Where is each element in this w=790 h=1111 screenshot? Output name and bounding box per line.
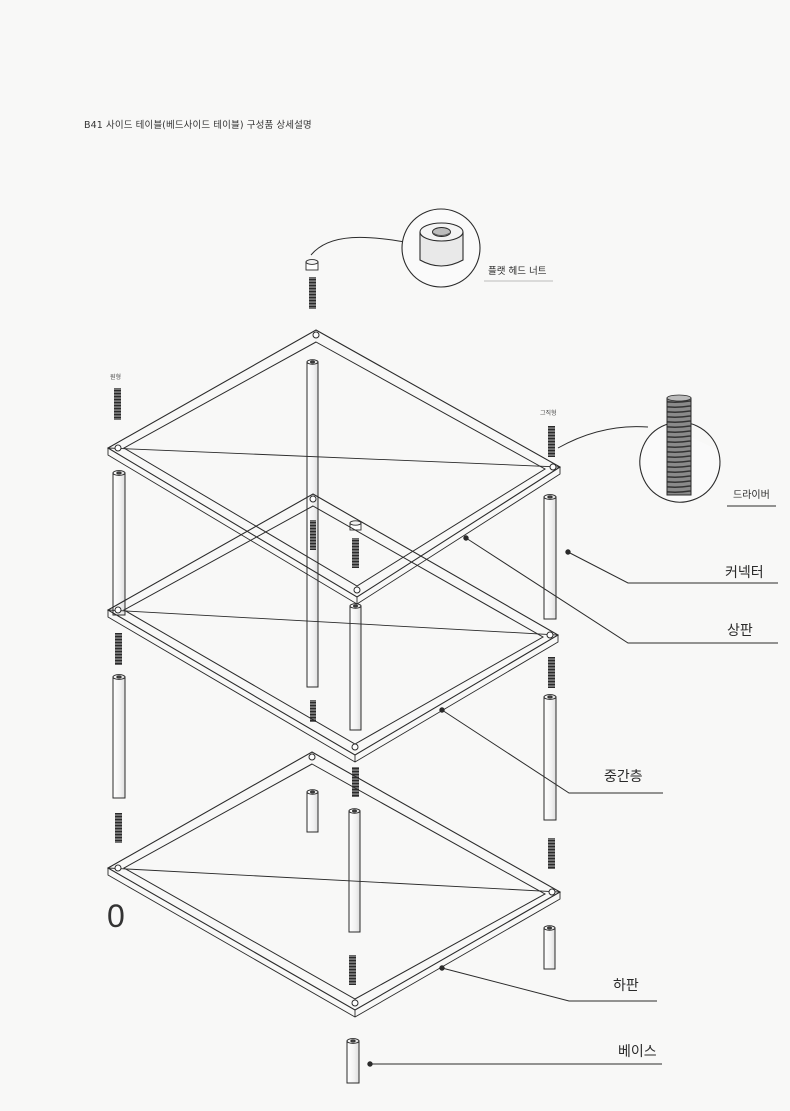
nut-callout [310, 208, 481, 288]
label-middle-layer: 중간층 [604, 769, 643, 785]
label-round: 원형 [110, 374, 122, 381]
label-top-plate: 상판 [727, 623, 753, 639]
label-connector: 커넥터 [725, 565, 764, 581]
middle-nut [349, 520, 362, 531]
threaded-rod-icon [666, 394, 692, 496]
label-base: 베이스 [618, 1044, 657, 1060]
page-title: B41 사이드 테이블(베드사이드 테이블) 구성품 상세설명 [84, 120, 312, 131]
driver-callout [557, 394, 721, 503]
label-driver: 드라이버 [733, 490, 770, 501]
top-plate-frame [106, 329, 562, 605]
leader-lines [367, 280, 778, 1067]
top-nut [305, 259, 319, 271]
connector-rods [112, 359, 557, 1084]
threaded-screws [115, 520, 555, 985]
bottom-plate-frame [106, 751, 562, 1018]
right-straight-screw [548, 426, 555, 457]
label-zero: 0 [107, 898, 125, 934]
label-bottom-plate: 하판 [613, 978, 639, 994]
middle-layer-frame [106, 493, 560, 763]
left-round-screw [114, 388, 121, 420]
top-screw [309, 277, 316, 309]
label-straight: 그직형 [540, 410, 557, 417]
flat-head-nut-icon [419, 222, 464, 267]
label-flat-head-nut: 플랫 헤드 너트 [488, 266, 547, 277]
